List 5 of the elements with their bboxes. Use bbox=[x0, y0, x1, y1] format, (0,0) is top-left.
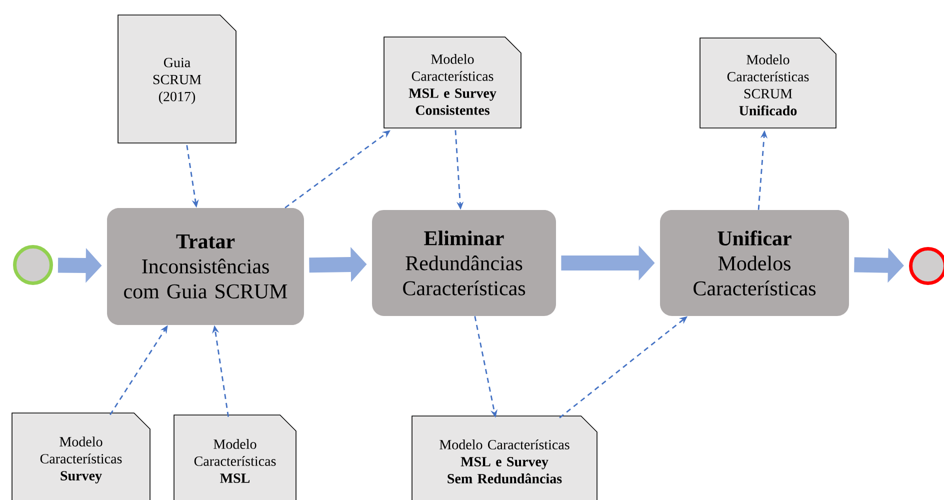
process-box: Unificar Modelos Características bbox=[660, 210, 849, 316]
end-circle bbox=[909, 247, 944, 285]
start-circle bbox=[13, 245, 54, 285]
process-box: Tratar Inconsistências com Guia SCRUM bbox=[107, 208, 304, 325]
process-box: Eliminar Redundâncias Características bbox=[372, 210, 556, 316]
